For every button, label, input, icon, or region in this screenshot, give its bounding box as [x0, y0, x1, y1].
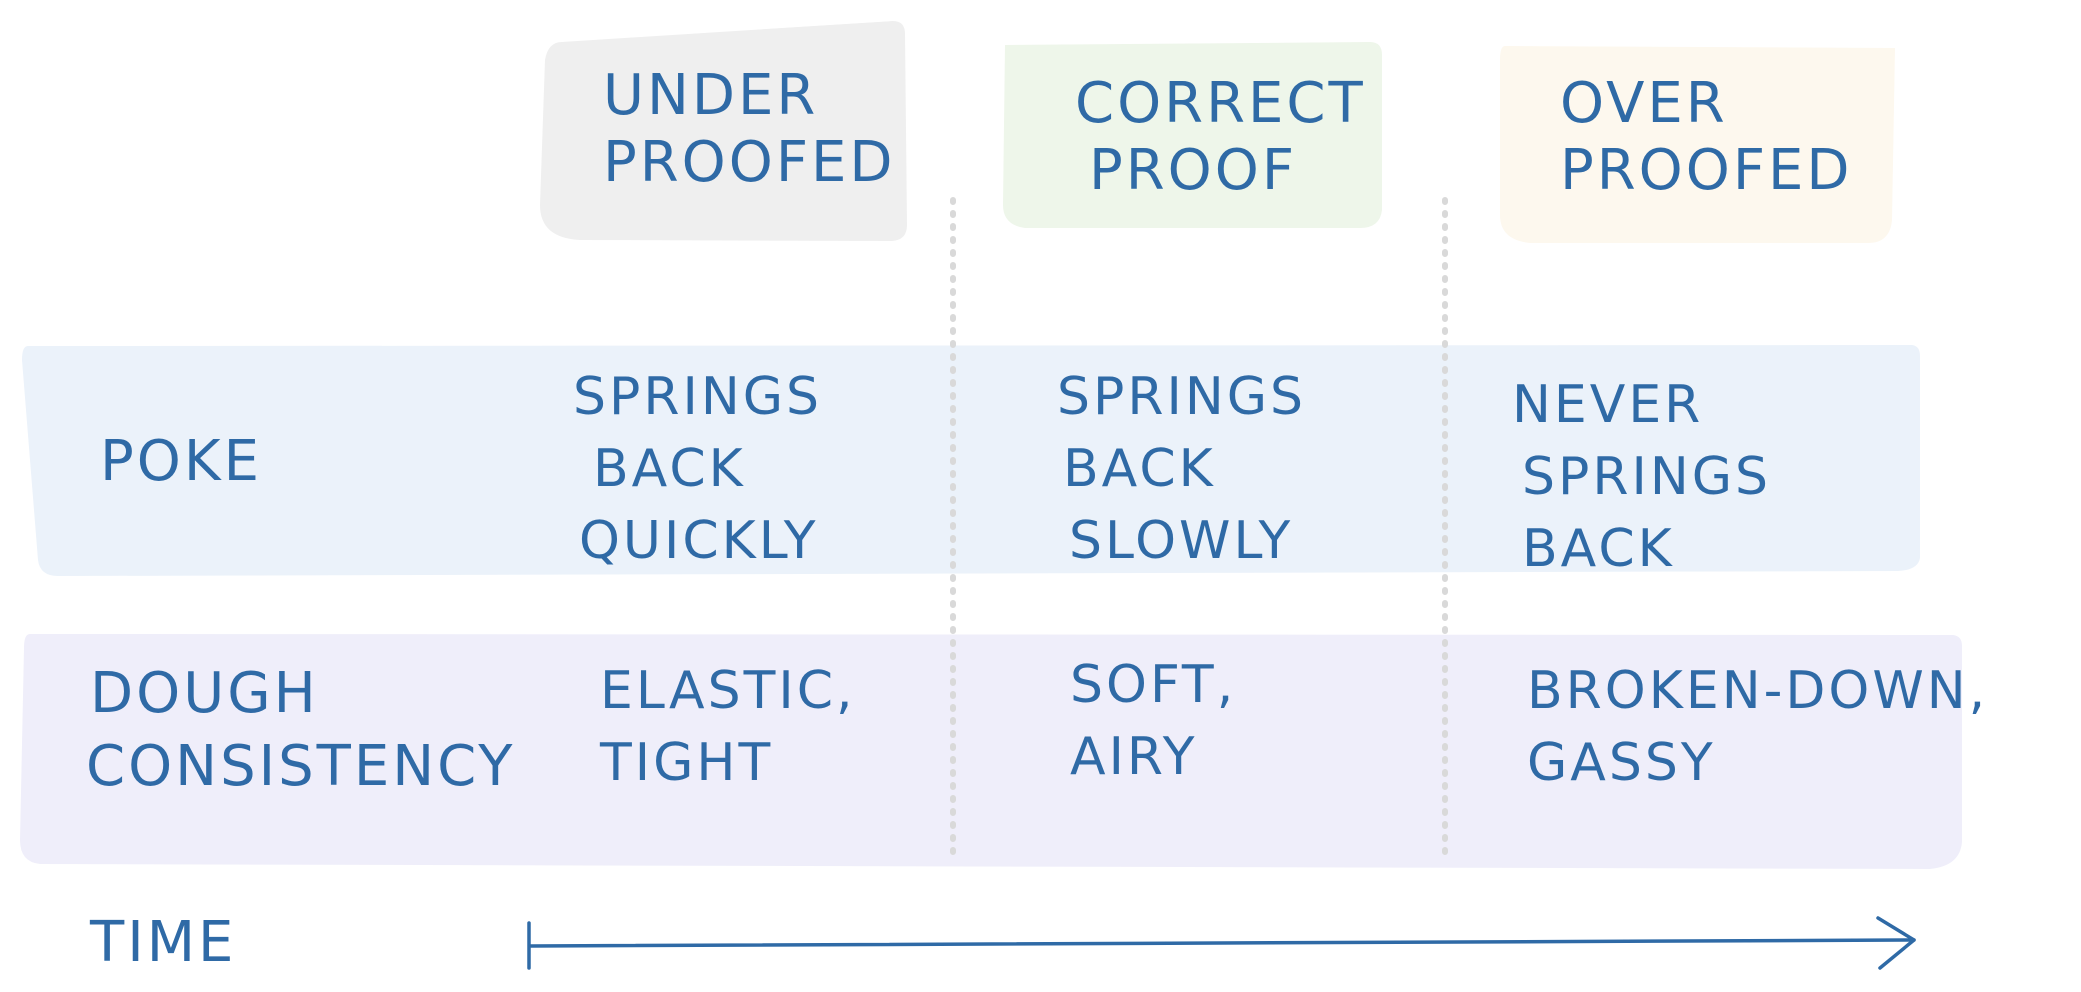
cell-line: SOFT,	[1070, 655, 1237, 715]
cell-line: SPRINGS	[1522, 446, 1772, 507]
cell-line: NEVER	[1512, 375, 1704, 435]
cell-line: BROKEN-DOWN,	[1527, 661, 1989, 721]
row-label-poke: POKE	[100, 426, 262, 499]
row-band-dough-consistency	[20, 634, 1962, 869]
cell-line: BACK	[1063, 438, 1216, 499]
cell-consistency-overproofed: BROKEN-DOWN, GASSY	[1527, 656, 1988, 800]
cell-consistency-underproofed: ELASTIC, TIGHT	[600, 656, 856, 800]
cell-line: GASSY	[1527, 732, 1716, 793]
column-header-underproofed: UNDER PROOFED	[603, 62, 896, 196]
cell-line: BACK	[1522, 518, 1675, 579]
cell-line: SPRINGS	[1057, 367, 1307, 427]
header-box-overproofed	[1500, 46, 1895, 243]
row-label-dough-consistency: DOUGH CONSISTENCY	[86, 658, 515, 804]
cell-line: TIGHT	[600, 732, 774, 793]
cell-poke-underproofed: SPRINGS BACK QUICKLY	[573, 362, 822, 577]
cell-poke-overproofed: NEVER SPRINGS BACK	[1512, 370, 1771, 585]
time-label: TIME	[90, 910, 237, 975]
time-arrow	[527, 916, 1916, 970]
cell-line: QUICKLY	[579, 510, 819, 571]
cell-line: SLOWLY	[1069, 510, 1294, 571]
row-label-line: POKE	[100, 429, 262, 494]
cell-poke-correct-proof: SPRINGS BACK SLOWLY	[1057, 362, 1306, 577]
cell-line: SPRINGS	[573, 367, 823, 427]
header-box-correct-proof	[1003, 42, 1382, 228]
column-header-line: OVER	[1560, 71, 1728, 136]
column-header-line: PROOF	[1089, 138, 1298, 204]
cell-consistency-correct-proof: SOFT, AIRY	[1070, 650, 1236, 794]
header-box-underproofed	[540, 21, 907, 241]
column-header-line: PROOFED	[1560, 138, 1853, 204]
row-label-line: DOUGH	[90, 661, 319, 726]
column-header-line: CORRECT	[1075, 71, 1366, 136]
cell-line: BACK	[593, 438, 746, 499]
column-header-line: PROOFED	[603, 130, 896, 196]
column-header-correct-proof: CORRECT PROOF	[1075, 70, 1366, 204]
cell-line: AIRY	[1070, 726, 1198, 787]
column-header-overproofed: OVER PROOFED	[1560, 70, 1853, 204]
row-band-poke	[22, 345, 1920, 576]
cell-line: ELASTIC,	[600, 661, 856, 721]
row-label-line: CONSISTENCY	[86, 733, 516, 799]
column-header-line: UNDER	[603, 63, 819, 128]
